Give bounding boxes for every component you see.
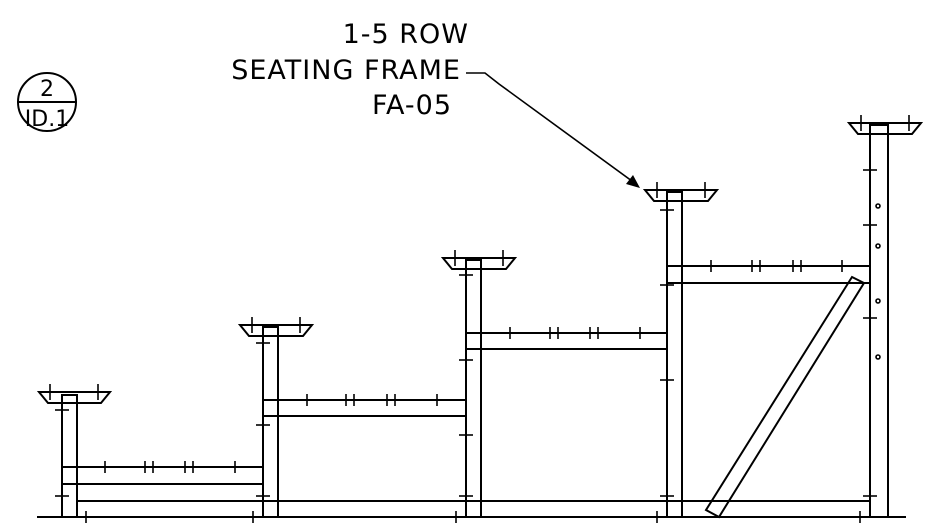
callout-label: 1-5 ROW SEATING FRAME FA-05: [231, 19, 469, 121]
column-4: [666, 191, 683, 518]
diagonal-brace: [704, 275, 866, 519]
detail-bubble: 2 ID.1: [17, 72, 77, 132]
seat-beam-1: [61, 466, 264, 518]
seat-bracket-4: [642, 182, 720, 202]
seat-bracket-1: [36, 384, 113, 404]
callout-line-3: FA-05: [372, 90, 452, 121]
seat-beam-3: [465, 332, 668, 350]
seat-bracket-2: [237, 317, 315, 337]
seat-bracket-5: [846, 115, 924, 135]
seat-beam-2: [262, 399, 467, 417]
detail-sheet: ID.1: [25, 107, 69, 132]
seat-bracket-3: [440, 250, 518, 270]
seat-beam-4: [666, 265, 871, 284]
column-1: [61, 394, 78, 518]
column-5: [869, 124, 889, 518]
callout-line-1: 1-5 ROW: [343, 19, 469, 50]
column-3: [465, 259, 482, 518]
column-2: [262, 326, 279, 518]
callout-leader: [466, 72, 640, 188]
fastener-ticks: [55, 169, 877, 523]
bolt-holes: [875, 203, 881, 360]
detail-number: 2: [40, 77, 54, 102]
callout-line-2: SEATING FRAME: [231, 55, 461, 86]
